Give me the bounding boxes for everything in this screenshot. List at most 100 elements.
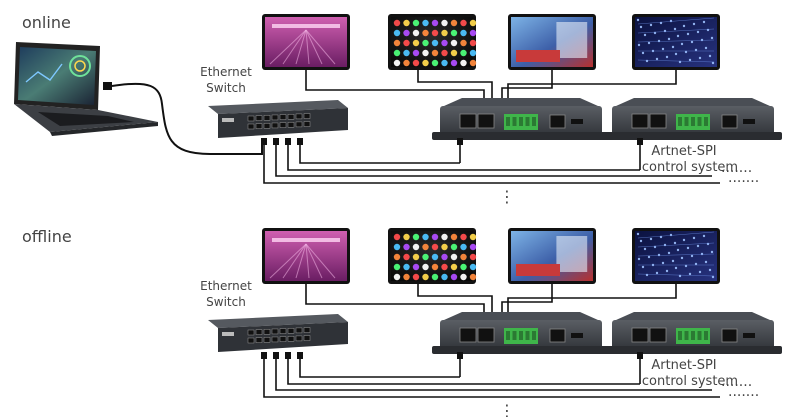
rj45-port	[631, 327, 649, 343]
led-dot	[450, 59, 458, 67]
network-cable	[287, 142, 640, 171]
switch-logo	[222, 332, 234, 336]
light-beam	[295, 243, 307, 279]
sofa	[516, 264, 560, 276]
terminal-pin	[525, 331, 530, 340]
system-label-line1: Artnet-SPI	[651, 144, 716, 159]
data-cable	[305, 284, 485, 312]
city-light	[676, 34, 680, 38]
ethernet-switch-icon	[208, 100, 348, 138]
led-dot	[412, 243, 420, 251]
led-dot	[460, 233, 467, 241]
switch-port	[271, 328, 279, 335]
switch-port	[247, 329, 255, 336]
led-dot	[431, 49, 439, 57]
network-cable	[299, 142, 460, 164]
switch-port	[271, 114, 279, 121]
rj45-plug	[637, 352, 643, 359]
switch-port	[247, 123, 255, 130]
led-dot	[469, 29, 477, 37]
light-beam	[282, 29, 307, 65]
led-dot	[460, 49, 467, 57]
mounting-flange	[604, 346, 782, 354]
laptop-icon	[14, 42, 158, 136]
led-dot	[393, 19, 401, 27]
rj45-plug	[297, 352, 303, 359]
city-light	[684, 264, 688, 268]
controller-top	[616, 98, 770, 106]
city-light	[665, 269, 669, 273]
led-dot	[393, 273, 401, 281]
network-cable	[263, 356, 720, 398]
led-dot	[441, 263, 448, 271]
switch-port	[263, 329, 271, 335]
data-cable	[507, 70, 677, 98]
rj45-plug	[261, 138, 267, 145]
led-screen-icon	[388, 14, 477, 70]
switch-port	[287, 122, 295, 128]
switch-port	[295, 327, 303, 334]
led-dot	[393, 263, 401, 271]
city-light	[639, 239, 643, 243]
system-label-line2: control system	[642, 160, 738, 175]
led-dot	[450, 233, 458, 241]
city-light	[661, 47, 665, 51]
led-dot	[469, 263, 477, 271]
led-dot	[403, 39, 410, 47]
city-light	[698, 56, 702, 60]
rj45-plug	[261, 352, 267, 359]
led-dot	[412, 19, 420, 27]
led-dot	[412, 59, 420, 67]
switch-port	[255, 115, 263, 121]
controller-icon	[432, 98, 610, 140]
led-dot	[460, 263, 467, 271]
led-dot	[403, 273, 410, 281]
led-dot	[431, 273, 439, 281]
dc-port	[743, 333, 755, 338]
led-screen-icon	[262, 14, 350, 70]
led-dot	[422, 263, 429, 271]
terminal-pin	[506, 117, 510, 126]
led-dot	[460, 19, 467, 27]
led-dot	[393, 243, 401, 251]
switch-logo	[222, 118, 234, 122]
terminal-pin	[525, 117, 530, 126]
terminal-pin	[697, 331, 702, 340]
led-dot	[431, 233, 439, 241]
led-dot	[441, 253, 448, 261]
terminal-pin	[512, 331, 517, 340]
rj45-plug	[457, 352, 463, 359]
led-dot	[393, 29, 401, 37]
rj45-plug	[273, 352, 279, 359]
switch-port	[279, 114, 287, 120]
city-light	[686, 246, 690, 250]
city-light	[684, 50, 688, 54]
screen-meter	[74, 60, 86, 72]
led-dot	[412, 263, 420, 271]
city-light	[704, 46, 708, 50]
city-light	[637, 43, 641, 47]
light-beam	[295, 29, 307, 65]
switch-label-line2: Switch	[206, 81, 246, 95]
led-dot	[450, 243, 458, 251]
led-dot	[450, 263, 458, 271]
switch-port	[247, 337, 255, 344]
led-dot	[422, 29, 429, 37]
network-cable	[275, 356, 712, 391]
switch-label-line1: Ethernet	[200, 279, 252, 293]
switch-port	[303, 113, 311, 119]
city-light	[708, 268, 712, 272]
switch-port	[263, 337, 271, 343]
led-dot	[431, 59, 439, 67]
switch-port	[303, 335, 311, 341]
switch-port	[295, 113, 303, 120]
ceiling-light	[272, 238, 340, 242]
led-dot	[431, 39, 439, 47]
rj45-port	[649, 113, 667, 129]
city-road	[637, 17, 715, 25]
led-screen-icon	[388, 228, 477, 284]
light-beam	[269, 29, 307, 65]
rj45-port	[649, 327, 667, 343]
